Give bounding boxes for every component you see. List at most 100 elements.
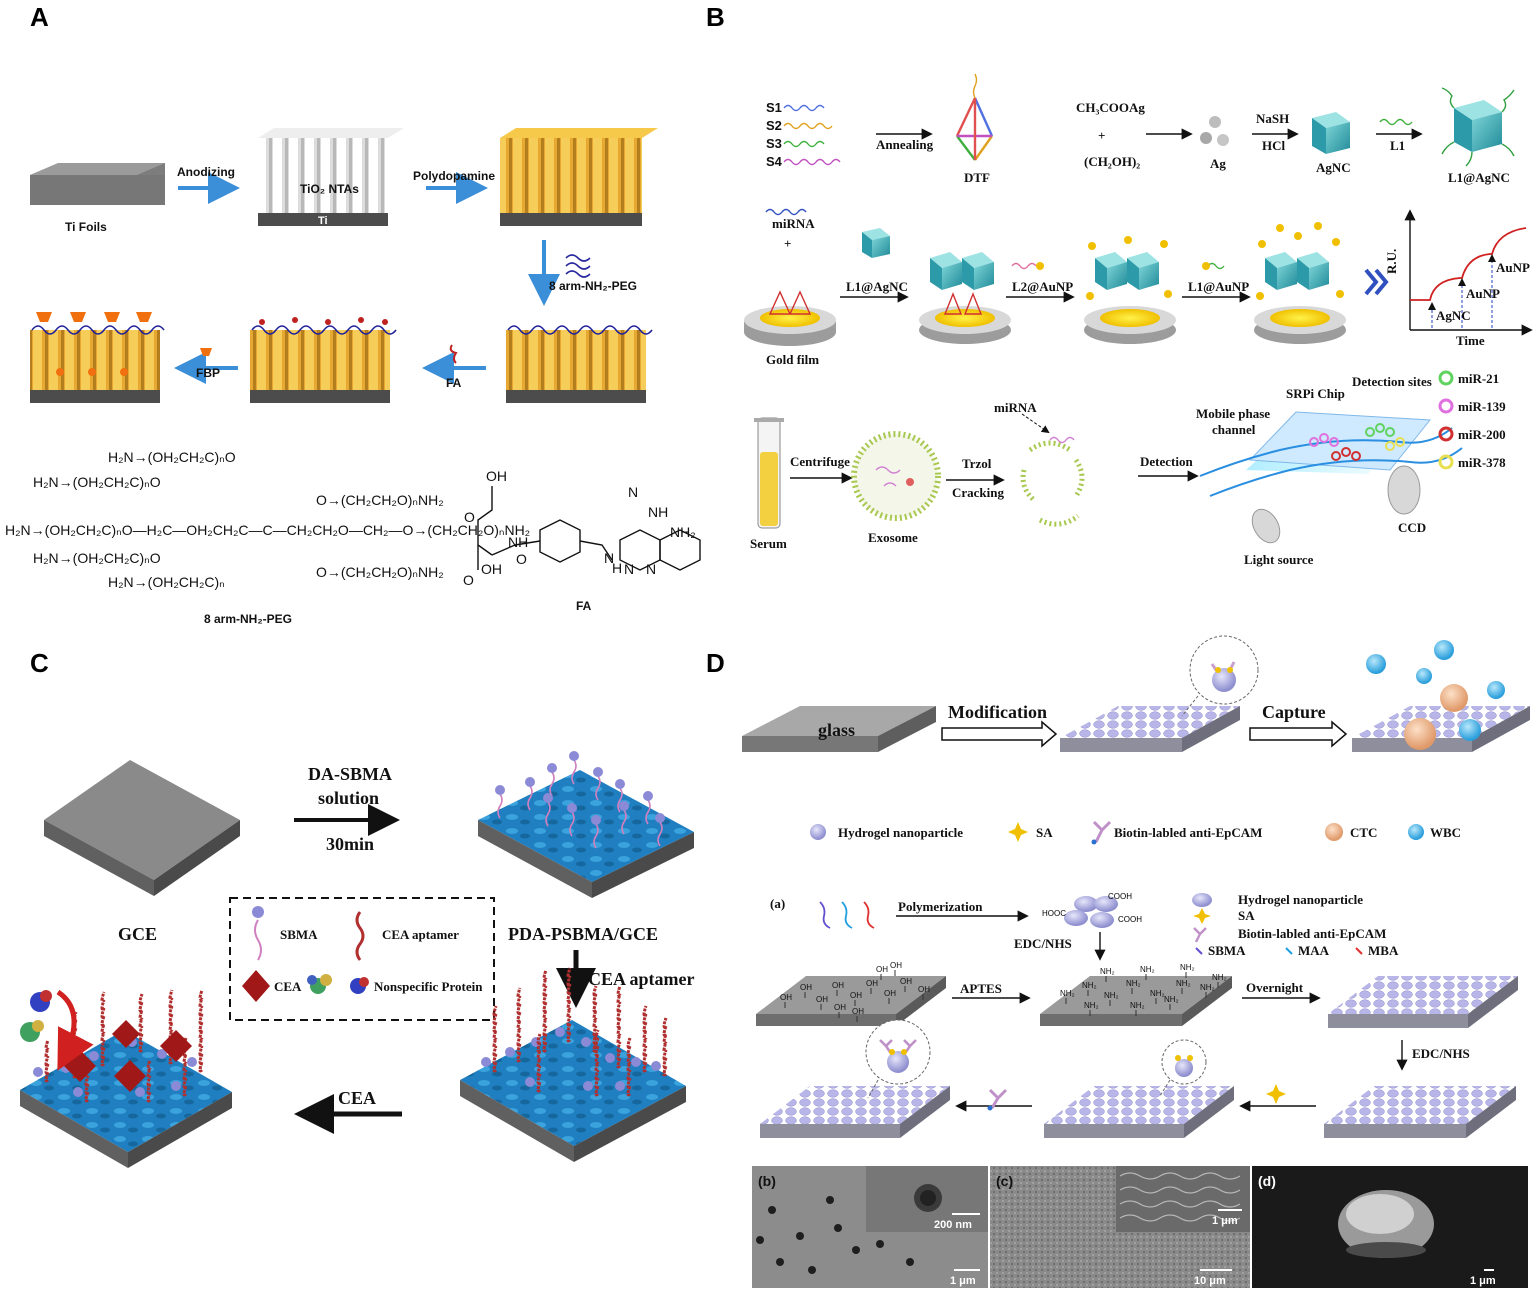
svg-text:OH: OH: [890, 961, 902, 970]
ethylene-glycol-label: (CH₂OH)₂: [1084, 154, 1140, 169]
ti-foils-label: Ti Foils: [65, 220, 107, 234]
step-l1aunp-label: L1@AuNP: [1188, 279, 1249, 294]
l1-agnc-icon: [1441, 87, 1515, 167]
svg-text:NH₂: NH₂: [1104, 991, 1119, 1000]
l1-agnc-label: L1@AgNC: [1448, 170, 1510, 185]
anodizing-label: Anodizing: [177, 165, 235, 179]
svg-text:Hydrogel nanoparticle: Hydrogel nanoparticle: [1238, 892, 1363, 907]
agnc-cube-icon: [1312, 112, 1350, 154]
fbp-step-label: FBP: [196, 366, 220, 380]
antibody-glass: [760, 1019, 950, 1138]
hydrogel-legend-icon: [810, 824, 826, 840]
svg-text:solution: solution: [318, 788, 379, 808]
edc-nhs-step-label: EDC/NHS: [1412, 1046, 1470, 1061]
svg-text:CTC: CTC: [1350, 825, 1377, 840]
chip-step-3: [1084, 236, 1176, 344]
svg-text:L1: L1: [1390, 138, 1405, 153]
svg-text:channel: channel: [1212, 422, 1256, 437]
serum-tube: [754, 417, 784, 529]
svg-text:COOH: COOH: [1118, 915, 1142, 924]
svg-text:Hydrogel nanoparticle: Hydrogel nanoparticle: [838, 825, 963, 840]
svg-text:OH: OH: [816, 995, 828, 1004]
gold-film-chip: [744, 290, 836, 346]
svg-text:NH₂: NH₂: [1100, 967, 1115, 976]
mirna-released-label: miRNA: [994, 400, 1037, 415]
svg-text:MBA: MBA: [1368, 943, 1399, 958]
svg-text:NH₂: NH₂: [1130, 1001, 1145, 1010]
svg-text:OH: OH: [866, 979, 878, 988]
fa-structure: [477, 486, 701, 571]
chip-step-2: [919, 252, 1011, 344]
legend-swatch: [1438, 426, 1454, 442]
sa-legend-icon: [1008, 822, 1028, 842]
svg-text:MAA: MAA: [1298, 943, 1330, 958]
peg-coated-nanotubes: [506, 330, 646, 390]
sub-a-label: (a): [770, 896, 785, 911]
svg-text:H₂N→(OH₂CH₂C)ₙO: H₂N→(OH₂CH₂C)ₙO: [33, 474, 161, 490]
svg-text:O→(CH₂CH₂O)ₙNH₂: O→(CH₂CH₂O)ₙNH₂: [316, 564, 444, 580]
svg-text:OH: OH: [850, 991, 862, 1000]
svg-text:NH₂: NH₂: [1140, 965, 1155, 974]
legend-label: miR-378: [1458, 455, 1506, 470]
fa-step-label: FA: [446, 376, 462, 390]
svg-text:NH₂: NH₂: [1176, 979, 1191, 988]
svg-text:AuNP: AuNP: [1466, 286, 1500, 301]
panel-b-letter: B: [706, 2, 725, 32]
chart-xlabel: Time: [1456, 333, 1485, 348]
cea-step-label: CEA: [338, 1088, 376, 1108]
dtf-label: DTF: [964, 170, 990, 185]
svg-text:S3: S3: [766, 136, 782, 151]
sem-image-c: (c) 1 μm 10 μm: [990, 1166, 1250, 1288]
svg-text:SA: SA: [1238, 908, 1255, 923]
chart-ylabel: R.U.: [1384, 249, 1399, 274]
ch3cooag-label: CH₃COOAg: [1076, 100, 1145, 115]
nonspecific-protein-icon: [350, 977, 369, 994]
step-l2aunp-label: L2@AuNP: [1012, 279, 1073, 294]
panel-d: D glass Modification Capture: [706, 635, 1530, 1288]
svg-text:S1: S1: [766, 100, 782, 115]
step-l1agnc-label: L1@AgNC: [846, 279, 908, 294]
svg-text:NH₂: NH₂: [670, 524, 696, 540]
legend-label: miR-200: [1458, 427, 1506, 442]
cea-icon: [242, 970, 270, 1002]
modified-glass: [1060, 706, 1240, 752]
svg-text:NH₂: NH₂: [1200, 983, 1215, 992]
svg-text:Biotin-labled anti-EpCAM: Biotin-labled anti-EpCAM: [1114, 825, 1262, 840]
modification-label: Modification: [948, 702, 1047, 722]
cea-captured-surface: [20, 989, 232, 1168]
light-source-label: Light source: [1244, 552, 1314, 567]
panel-b: B S1 S2 S3 S4 Annealing DTF CH₃COOAg + (…: [706, 2, 1533, 567]
svg-text:S2: S2: [766, 118, 782, 133]
legend-swatch: [1438, 454, 1454, 470]
svg-text:OH: OH: [481, 561, 502, 577]
svg-text:NH₂: NH₂: [1150, 989, 1165, 998]
srpi-chip-label: SRPi Chip: [1286, 386, 1345, 401]
centrifuge-label: Centrifuge: [790, 454, 850, 469]
ti-substrate-label: Ti: [318, 215, 328, 227]
svg-text:COOH: COOH: [1108, 892, 1132, 901]
sem-c-tag: (c): [996, 1173, 1013, 1189]
svg-text:10 μm: 10 μm: [1194, 1275, 1226, 1287]
svg-text:OH: OH: [876, 965, 888, 974]
svg-text:1 μm: 1 μm: [1212, 1215, 1238, 1227]
sa-step-icon: [1266, 1084, 1286, 1104]
svg-text:SA: SA: [1036, 825, 1053, 840]
tio2-ntas-label: TiO₂ NTAs: [300, 182, 359, 196]
svg-text:N: N: [628, 484, 638, 500]
nanoparticle-glass-1: [1328, 976, 1518, 1028]
wbc-legend-icon: [1408, 824, 1424, 840]
fa-conjugated-nanotubes: [250, 330, 390, 390]
svg-text:O: O: [464, 509, 475, 525]
fa-caption: FA: [576, 599, 592, 613]
panel-a: A Ti Foils Anodizing TiO₂ NTAs Ti Polydo…: [5, 2, 701, 626]
cea-aptamer-step-label: CEA aptamer: [588, 969, 695, 989]
zoom-bubble: [1181, 635, 1259, 717]
svg-text:OH: OH: [918, 985, 930, 994]
sbma-icon: [252, 906, 264, 918]
hydrogel-particles-cooh: HOOC COOH COOH: [1042, 892, 1142, 928]
detection-sites-label: Detection sites: [1352, 374, 1432, 389]
legend-swatch: [1438, 370, 1454, 386]
